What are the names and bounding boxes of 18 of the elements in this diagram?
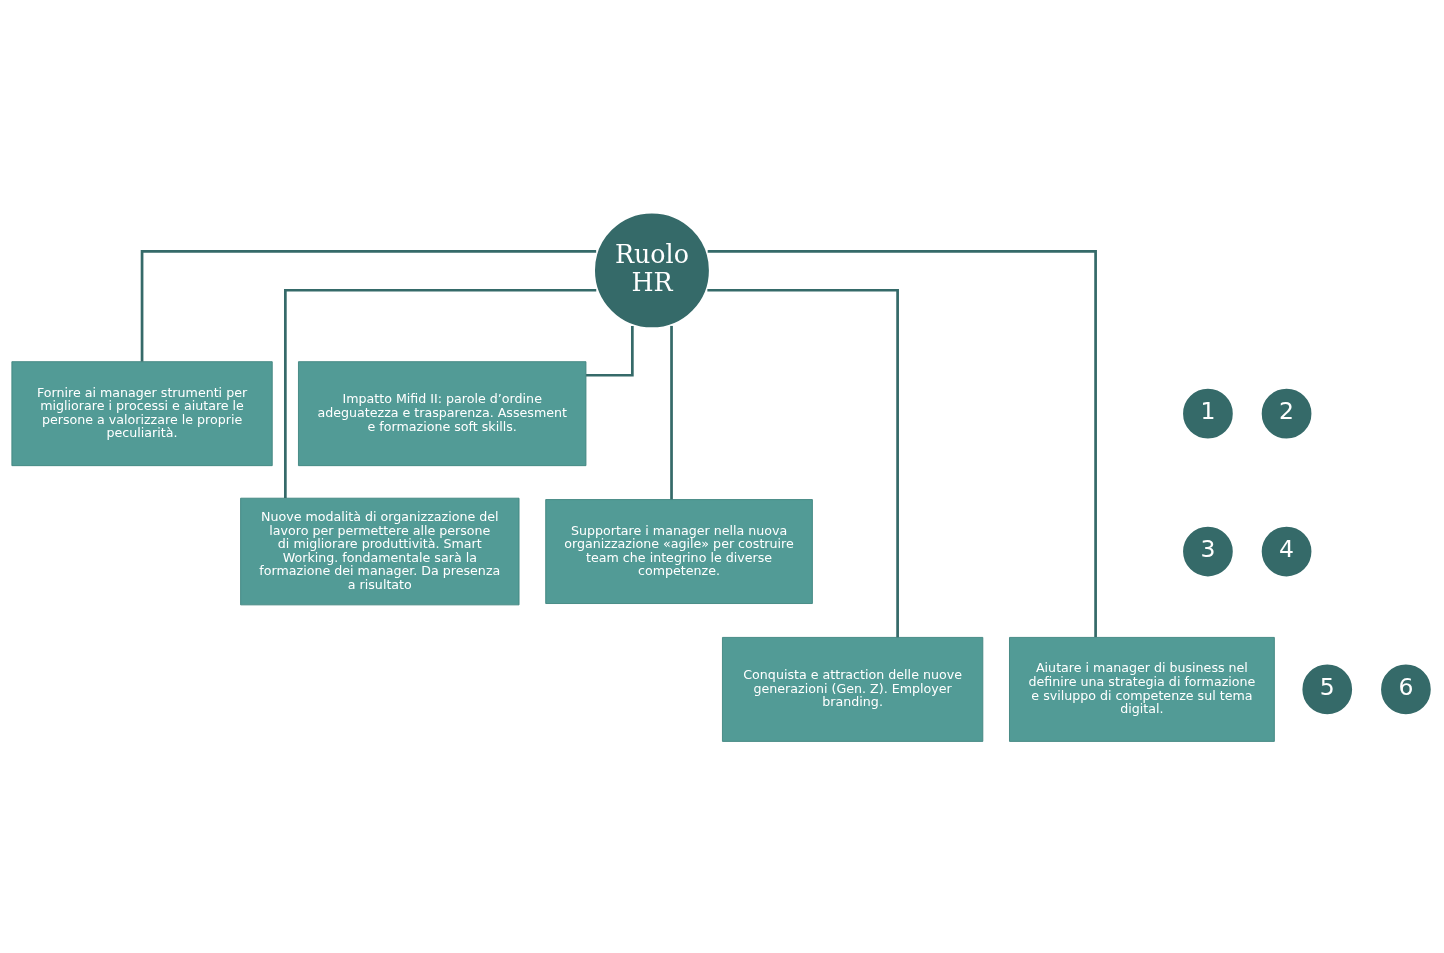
connector: [707, 250, 1097, 637]
node-box: Aiutare i manager di business nel definire una strategia di formazione e sviluppo di competenze sul tema digital.: [1009, 636, 1275, 742]
node-box: Conquista e attraction delle nuove generazioni (Gen. Z). Employer branding.: [722, 636, 984, 742]
node-circle: 3: [1180, 523, 1236, 580]
connector: [284, 288, 597, 499]
node-circle: 1: [1180, 386, 1236, 442]
node-box: Supportare i manager nella nuova organizzazione «agile» per costruire team che integrino le diverse competenze.: [545, 499, 813, 604]
node-circle: 2: [1259, 386, 1315, 442]
connector: [707, 288, 899, 638]
connector: [140, 250, 597, 362]
node-circle: 5: [1299, 661, 1355, 717]
node-box: Impatto Mifid II: parole d’ordine adeguatezza e trasparenza. Assesment e formazione soft skills.: [298, 361, 587, 467]
connector: [586, 325, 634, 377]
node-box: Fornire ai manager strumenti per migliorare i processi e aiutare le persone a valorizzare le proprie peculiarità.: [11, 361, 273, 467]
node-box: Nuove modalità di organizzazione del lavoro per permettere alle persone di migliorare produttività. Smart Working. fondamentale sarà la formazione dei manager. Da presenza a risultato: [240, 497, 520, 606]
node-circle: 6: [1378, 661, 1434, 717]
connector: [670, 325, 673, 500]
node-circle: 4: [1259, 523, 1315, 580]
